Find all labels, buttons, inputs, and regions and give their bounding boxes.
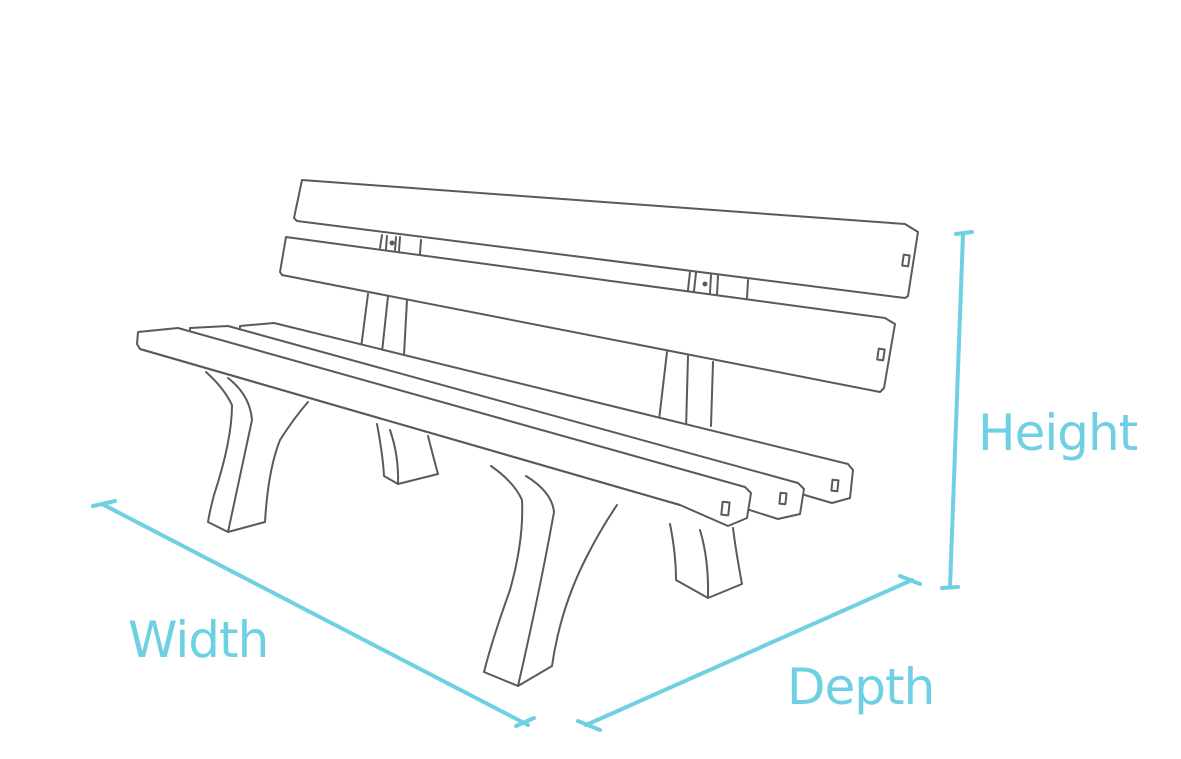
backrest-slat-bottom [279, 236, 896, 393]
seat-slat-front [136, 327, 752, 527]
backrest-slat-top [293, 179, 919, 299]
dimension-line-depth [576, 574, 922, 732]
leg-front-right [483, 465, 618, 687]
backrest-bracket-left [379, 234, 422, 255]
backrest-support-right [658, 351, 714, 431]
height-label: Height [978, 404, 1138, 462]
dimension-line-width [91, 499, 536, 728]
dimension-line-height [940, 230, 974, 590]
leg-rear-right [669, 523, 743, 599]
width-label: Width [128, 611, 269, 669]
leg-rear-left [376, 423, 439, 485]
leg-front-left [205, 371, 309, 533]
depth-label: Depth [787, 658, 935, 716]
backrest-bracket-right [687, 271, 749, 299]
